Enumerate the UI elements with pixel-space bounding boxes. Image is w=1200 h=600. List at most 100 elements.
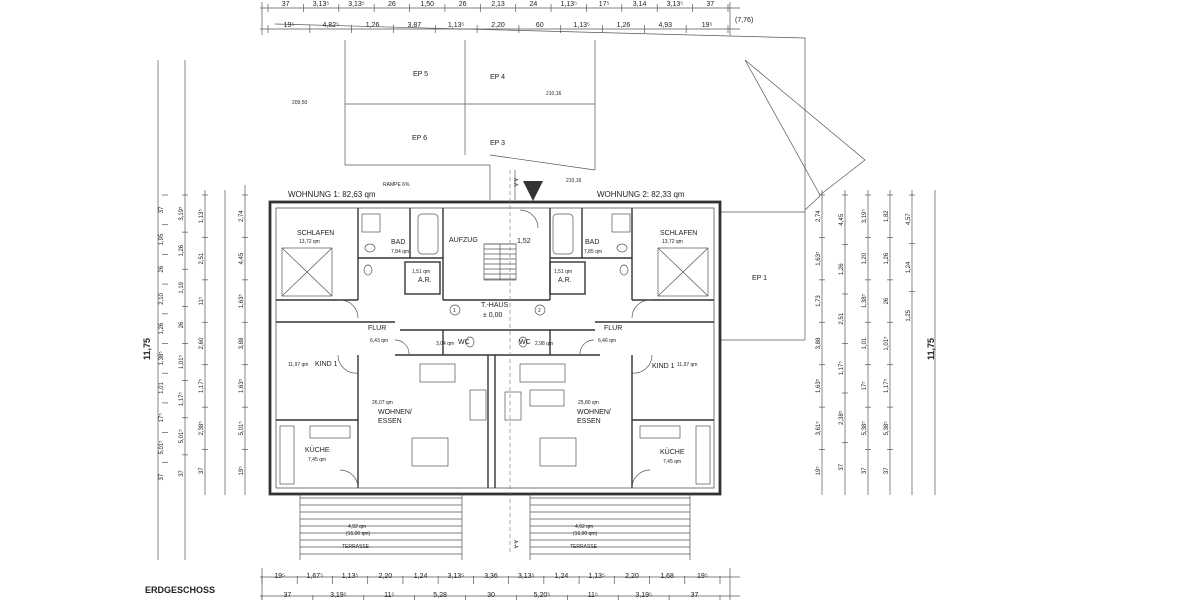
dim-label: 37 bbox=[839, 463, 845, 470]
dim-label: 3,61⁵ bbox=[815, 421, 822, 436]
level-209-50: 209,50 bbox=[292, 100, 308, 106]
dim-top-outer: (7,76) bbox=[735, 17, 753, 24]
room-left-essen-name: ESSEN bbox=[378, 418, 402, 425]
room-left-kueche: KÜCHE bbox=[305, 446, 330, 454]
dim-label: 1,73 bbox=[816, 295, 822, 307]
terraces: 4,92 qm (16,00 qm) TERRASSE 4,92 qm (16,… bbox=[299, 494, 691, 560]
dim-label: 1,24 bbox=[906, 261, 912, 273]
left-dimension-chains: 371,95262,101,261,38⁵1,0117⁵5,01⁵373,19⁵… bbox=[142, 60, 248, 560]
dim-label: 19⁵ bbox=[702, 22, 713, 29]
room-left-kueche-area: 7,45 qm bbox=[308, 457, 326, 463]
room-left-wohnen-name: WOHNEN/ bbox=[378, 409, 412, 416]
dim-label: 17⁵ bbox=[861, 381, 868, 391]
dim-label: 3,88 bbox=[239, 337, 245, 349]
dim-label: 2,74 bbox=[239, 210, 245, 222]
dim-label: 11⁵ bbox=[384, 592, 394, 599]
dim-label: 3,88 bbox=[816, 337, 822, 349]
dim-label: 3,13⁵ bbox=[448, 573, 465, 580]
dim-label: 4,45 bbox=[839, 213, 845, 225]
dim-label: 1,17⁵ bbox=[883, 378, 890, 393]
dim-label: 1,13⁵ bbox=[561, 1, 578, 8]
dim-label: 26 bbox=[459, 1, 467, 8]
stairwell-level: ± 0,00 bbox=[483, 312, 503, 319]
room-right-flur: FLUR bbox=[604, 325, 622, 332]
dim-label: 37 bbox=[199, 467, 205, 474]
dim-label: 19⁵ bbox=[284, 22, 295, 29]
parking-ep5: EP 5 bbox=[413, 71, 428, 78]
dim-label: 19⁵ bbox=[697, 573, 708, 580]
room-left-kind-area: 11,97 qm bbox=[288, 362, 308, 368]
dim-label: 37 bbox=[159, 206, 165, 213]
dim-label: 1,82 bbox=[884, 210, 890, 222]
dim-label: 37 bbox=[179, 469, 185, 476]
terrace-left-area-total: (16,00 qm) bbox=[346, 531, 371, 537]
dim-label: 1,26 bbox=[366, 22, 380, 29]
dim-label: 37 bbox=[691, 592, 699, 599]
dim-label: 1,68 bbox=[660, 573, 674, 580]
elevator-label: AUFZUG bbox=[449, 237, 478, 244]
dim-label: 5,28 bbox=[433, 592, 447, 599]
dim-label: 3,13⁵ bbox=[348, 1, 365, 8]
dim-label: 37 bbox=[282, 1, 290, 8]
room-left-ar-area: 1,51 qm bbox=[412, 269, 430, 275]
room-right-bad: BAD bbox=[585, 239, 599, 246]
total-height-right: 11,75 bbox=[926, 338, 936, 360]
terrace-left-area: 4,92 qm bbox=[348, 524, 366, 530]
room-left-schlafen: SCHLAFEN bbox=[297, 230, 334, 237]
dim-label: 2,74 bbox=[816, 210, 822, 222]
parking-ep1: EP 1 bbox=[752, 275, 767, 282]
terrace-left-label: TERRASSE bbox=[342, 544, 370, 550]
dim-label: 1,01 bbox=[159, 382, 165, 394]
dim-label: 5,38⁵ bbox=[883, 421, 890, 436]
dim-label: 1,13⁵ bbox=[198, 209, 205, 224]
dim-label: 3,19⁵ bbox=[178, 206, 185, 221]
dim-label: 4,57 bbox=[906, 213, 912, 225]
room-right-wohnen-area: 25,80 qm bbox=[578, 400, 599, 406]
dim-label: 1,17⁵ bbox=[178, 392, 185, 407]
room-left-kind: KIND 1 bbox=[315, 361, 338, 368]
apartment-1-title: WOHNUNG 1: 82,63 qm bbox=[288, 190, 376, 199]
room-left-wc-area: 3,04 qm bbox=[436, 341, 454, 347]
dim-label: 3,19⁵ bbox=[861, 209, 868, 224]
dim-label: 1,13⁵ bbox=[588, 573, 605, 580]
dim-label: 37 bbox=[862, 467, 868, 474]
section-mark-bottom: A-A bbox=[512, 540, 518, 549]
room-left-wohnen-area: 26,07 qm bbox=[372, 400, 393, 406]
dim-label: 1,95 bbox=[159, 233, 165, 245]
dim-label: 26 bbox=[884, 297, 890, 304]
dim-label: 1,13⁵ bbox=[573, 22, 590, 29]
dim-label: 3,13⁵ bbox=[518, 573, 535, 580]
dim-label: 37 bbox=[284, 592, 292, 599]
room-right-kueche: KÜCHE bbox=[660, 448, 685, 456]
dim-label: 1,19 bbox=[179, 281, 185, 293]
dim-label: 5,01⁵ bbox=[178, 429, 185, 444]
dim-label: 1,38⁵ bbox=[158, 351, 165, 366]
dim-label: 3,87 bbox=[408, 22, 422, 29]
dim-label: 5,01⁵ bbox=[238, 421, 245, 436]
dim-label: 1,63⁵ bbox=[815, 251, 822, 266]
dim-label: 37 bbox=[159, 473, 165, 480]
dim-label: 1,24 bbox=[414, 573, 428, 580]
stairwell-label: T.-HAUS bbox=[481, 302, 509, 309]
building-walls bbox=[268, 200, 722, 496]
dim-label: 2,20 bbox=[625, 573, 639, 580]
dim-label: 26 bbox=[388, 1, 396, 8]
dim-label: 1,63⁵ bbox=[815, 378, 822, 393]
dim-label: 5,01⁵ bbox=[158, 440, 165, 455]
dim-label: 1,13⁵ bbox=[342, 573, 359, 580]
room-left-flur: FLUR bbox=[368, 325, 386, 332]
dim-label: 2,38⁵ bbox=[198, 421, 205, 436]
room-right-essen-name: ESSEN bbox=[577, 418, 601, 425]
dim-label: 17⁵ bbox=[599, 1, 610, 8]
dim-label: 26 bbox=[179, 321, 185, 328]
dim-label: 2,60 bbox=[199, 337, 205, 349]
rooms-left: SCHLAFEN 13,72 qm BAD 7,84 qm 1,51 qm A.… bbox=[288, 230, 470, 463]
ramp-label: RAMPE 6% bbox=[383, 182, 410, 188]
dim-label: 3,36 bbox=[484, 573, 498, 580]
parking-area: EP 5 EP 4 EP 6 EP 3 EP 1 RAMPE 6% 209,50… bbox=[274, 23, 866, 341]
dim-label: 3,19⁵ bbox=[635, 592, 652, 599]
dim-label: 1,63⁵ bbox=[238, 293, 245, 308]
dim-label: 1,26 bbox=[839, 263, 845, 275]
